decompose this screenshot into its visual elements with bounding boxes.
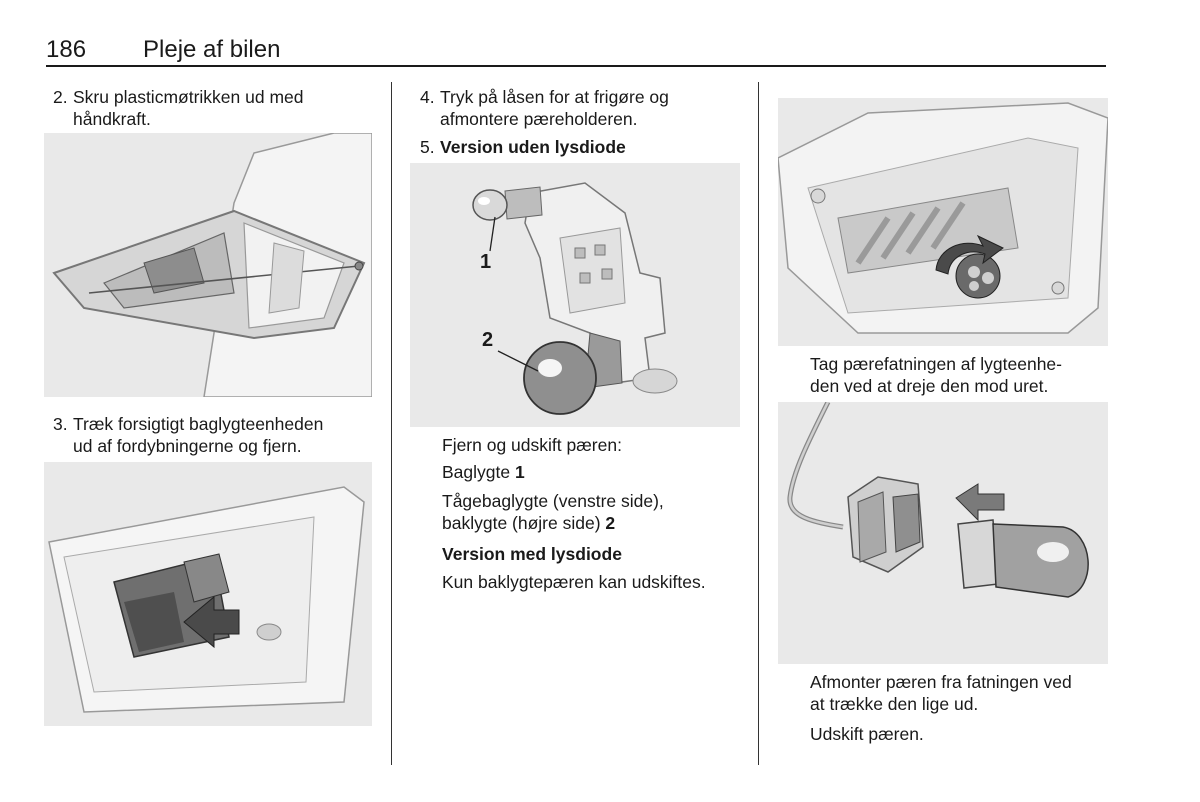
step-2-text: 2.Skru plasticmøtrikken ud med håndkraft… [53, 86, 304, 130]
caption-pull-text: Afmonter pæren fra fatningen ved at træk… [810, 671, 1072, 715]
step-4-line-2: afmontere pæreholderen. [440, 109, 638, 129]
tail-light-unit-illustration [44, 462, 372, 726]
caption-replace-text: Udskift pæren. [810, 724, 924, 744]
socket-twist-illustration [778, 98, 1108, 346]
step-4-text: 4.Tryk på låsen for at frigøre og afmont… [420, 86, 669, 130]
fog-ref: 2 [605, 513, 616, 533]
step-4-number: 4. [420, 87, 435, 107]
bulb-pull-illustration [778, 402, 1108, 664]
caption-twist-line-1: Tag pærefatningen af lygteenhe- [810, 354, 1062, 374]
step-2-number: 2. [53, 87, 68, 107]
caption-pull-line-1: Afmonter pæren fra fatningen ved [810, 672, 1072, 692]
fog-line-1: Tågebaglygte (venstre side), [442, 491, 664, 511]
page-title: Pleje af bilen [143, 36, 281, 63]
step-5-text: 5.Version uden lysdiode [420, 136, 626, 158]
tail-light-nut-illustration [44, 133, 372, 397]
step-3-text: 3.Træk forsigtigt baglygteenheden ud af … [53, 413, 323, 457]
step-2-line-1: Skru plasticmøtrikken ud med [73, 87, 304, 107]
step-5-label: Version uden lysdiode [440, 137, 626, 157]
figure-bulb-holder: 1 2 [410, 163, 740, 427]
column-divider-2 [758, 82, 759, 765]
step-3-line-1: Træk forsigtigt baglygteenheden [73, 414, 324, 434]
page-header: 186 Pleje af bilen [46, 36, 1106, 66]
callout-2: 2 [482, 329, 494, 351]
caption-twist-text: Tag pærefatningen af lygteenhe- den ved … [810, 353, 1062, 397]
step-2-line-2: håndkraft. [73, 109, 151, 129]
step-4-line-1: Tryk på låsen for at frigøre og [440, 87, 669, 107]
fog-reverse-text: Tågebaglygte (venstre side), baklygte (h… [442, 490, 664, 534]
figure-tail-light-unit [44, 462, 372, 726]
figure-bulb-pull [778, 402, 1108, 664]
figure-tail-light-removal [44, 133, 372, 397]
column-divider-1 [391, 82, 392, 765]
caption-pull-line-2: at trække den lige ud. [810, 694, 979, 714]
header-rule [46, 65, 1106, 67]
tail-light-text: Baglygte 1 [442, 461, 525, 483]
step-3-number: 3. [53, 414, 68, 434]
caption-twist-line-2: den ved at dreje den mod uret. [810, 376, 1049, 396]
tail-light-label: Baglygte [442, 462, 511, 482]
step-5-number: 5. [420, 137, 435, 157]
bulb-holder-illustration [410, 163, 740, 427]
callout-1: 1 [480, 251, 492, 273]
remove-replace-text: Fjern og udskift pæren: [442, 435, 622, 455]
figure-socket-twist [778, 98, 1108, 346]
page-number: 186 [46, 36, 87, 63]
tail-light-ref: 1 [514, 462, 525, 482]
led-version-label: Version med lysdiode [442, 544, 622, 564]
step-3-line-2: ud af fordybningerne og fjern. [73, 436, 302, 456]
led-note-text: Kun baklygtepæren kan udskiftes. [442, 572, 706, 592]
fog-line-2: baklygte (højre side) [442, 513, 601, 533]
led-version-heading: Version med lysdiode [442, 543, 622, 565]
